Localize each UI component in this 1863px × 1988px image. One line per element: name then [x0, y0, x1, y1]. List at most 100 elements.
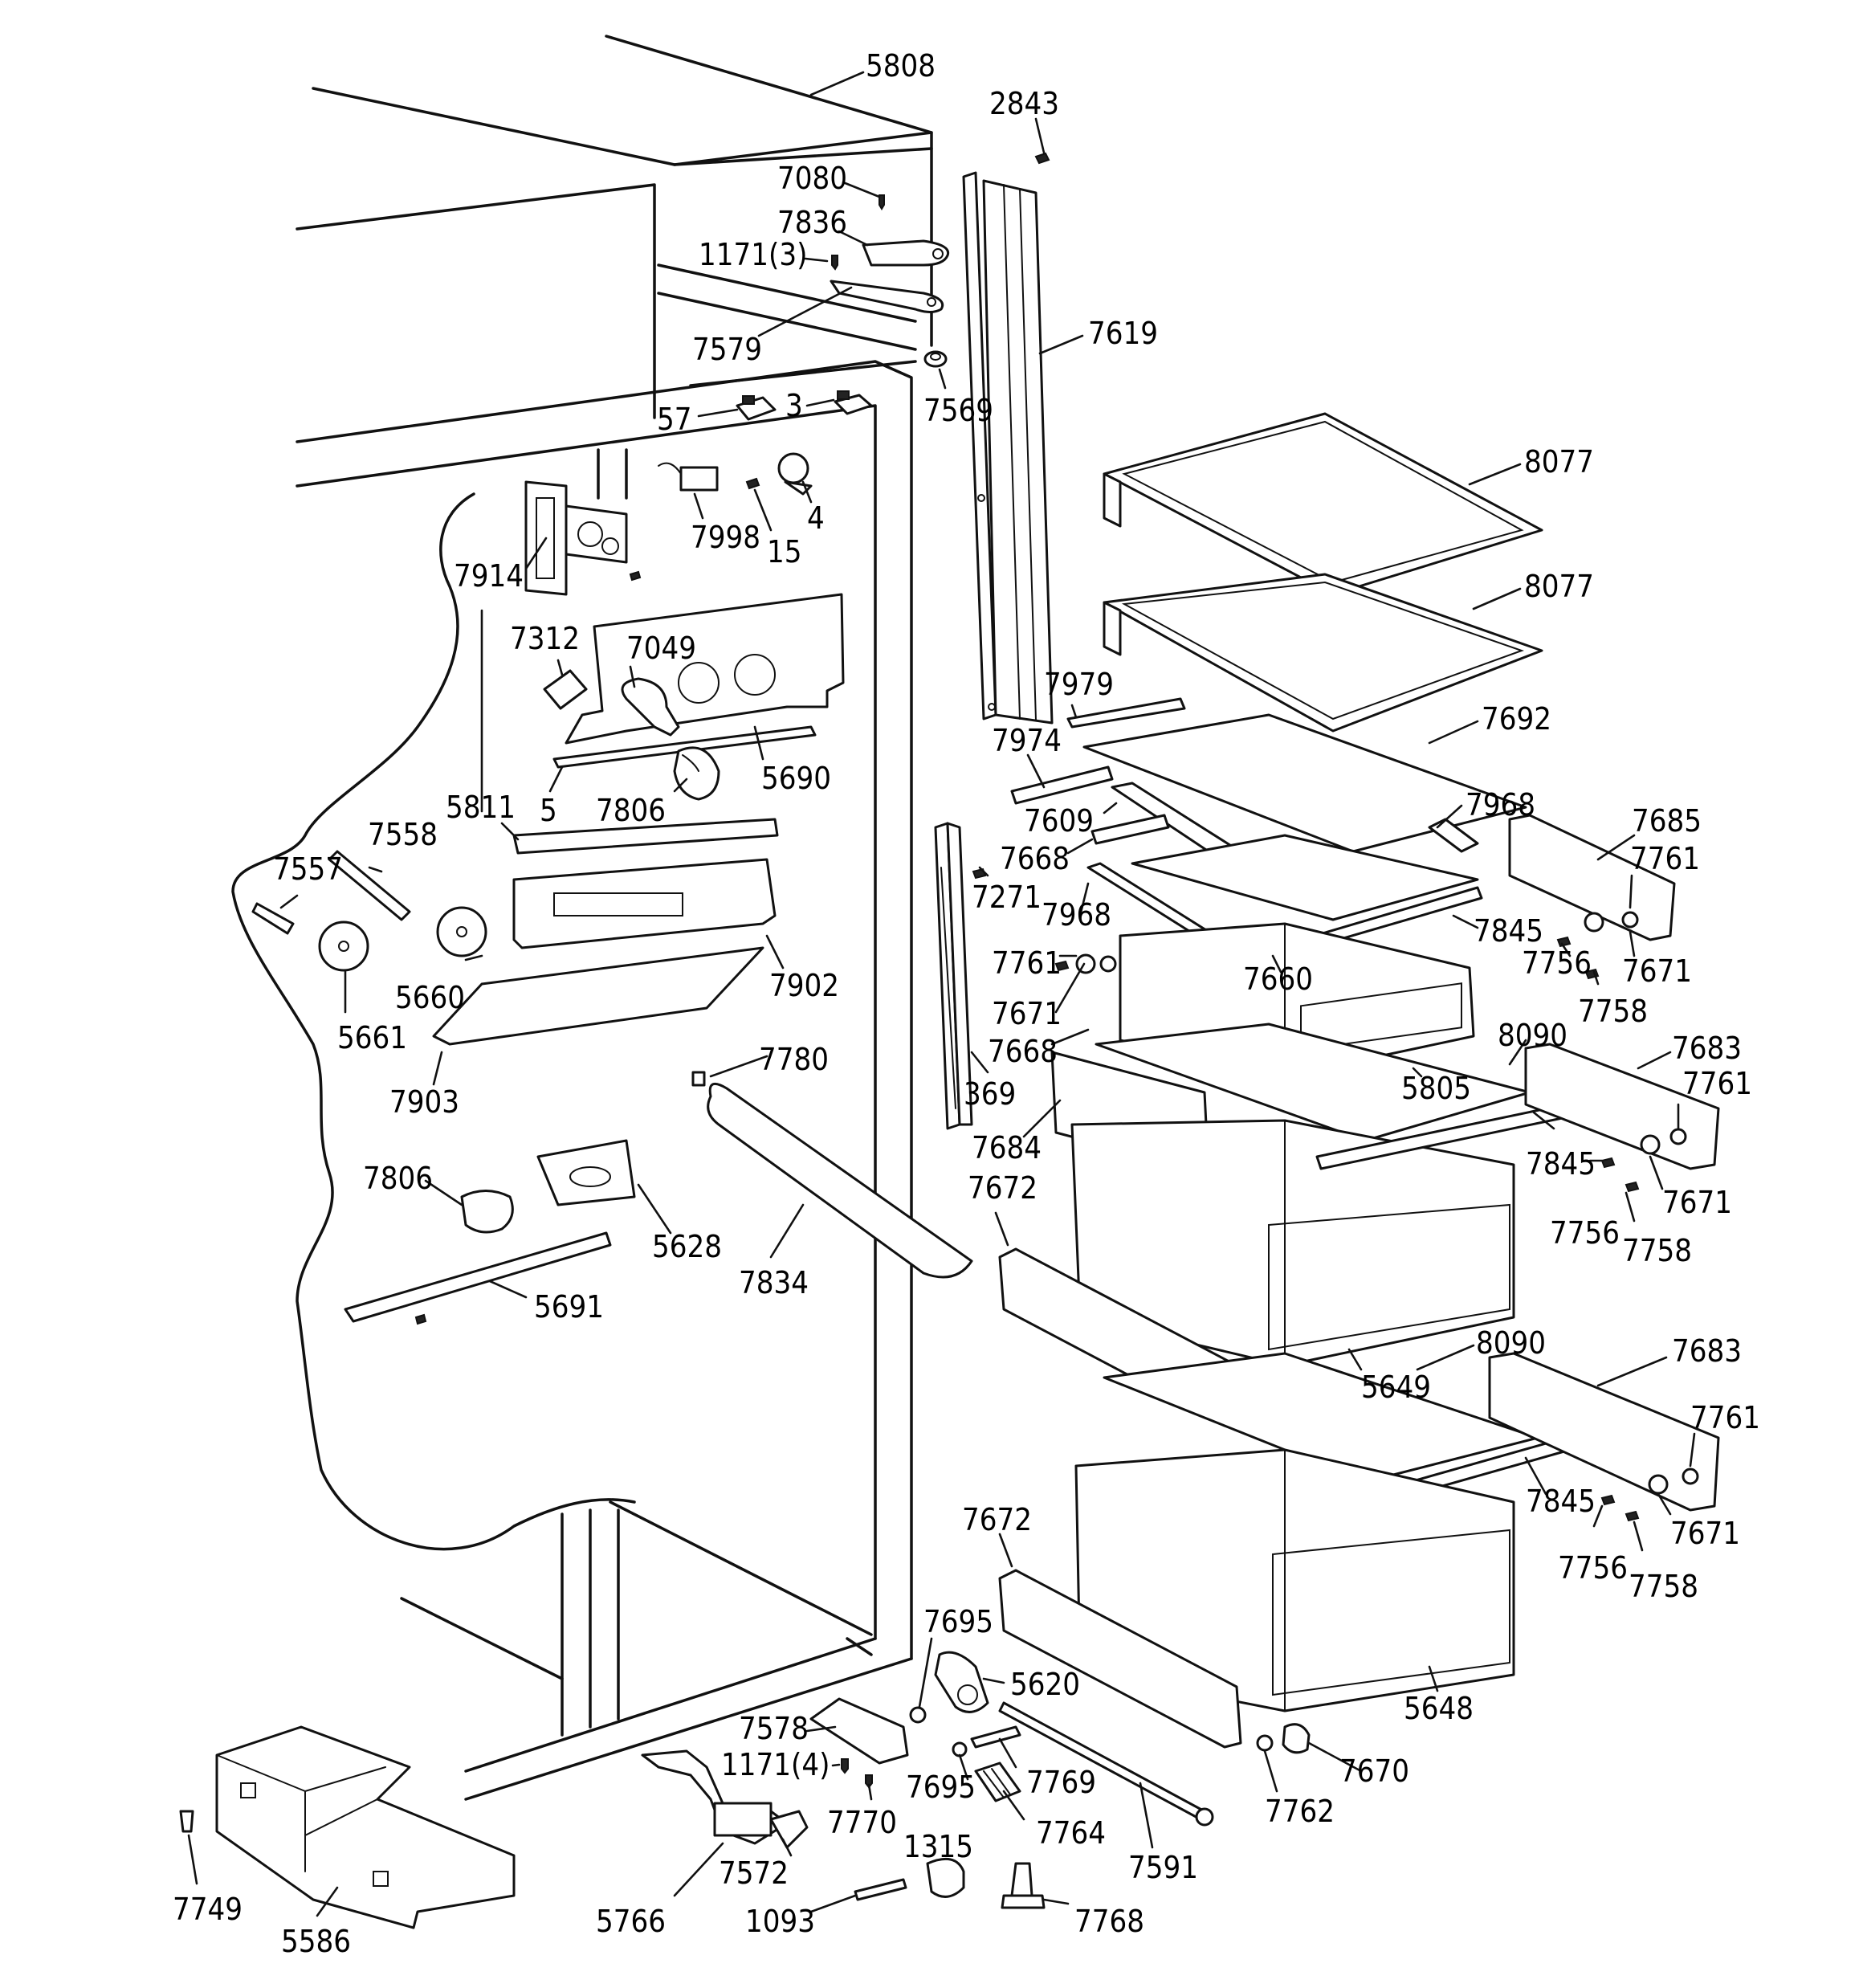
label-2843: 2843	[989, 86, 1059, 121]
label-7769: 7769	[1026, 1765, 1096, 1800]
roller-7761-a	[1621, 911, 1639, 929]
roller-7761-c	[1682, 1468, 1699, 1485]
nut-7695-upper	[909, 1706, 927, 1724]
part-7312	[543, 669, 588, 710]
label-5805: 5805	[1401, 1071, 1471, 1106]
label-15: 15	[767, 534, 802, 569]
label-1093: 1093	[745, 1904, 815, 1939]
label-7845-lower: 7845	[1526, 1484, 1596, 1519]
label-7668-upper: 7668	[1000, 841, 1070, 876]
roller-7671-c	[1648, 1474, 1669, 1495]
label-7756-lower: 7756	[1558, 1550, 1628, 1586]
label-7806-lower: 7806	[363, 1161, 433, 1196]
socket-7806	[673, 746, 720, 801]
part-7780	[691, 1071, 706, 1087]
label-7845-mid: 7845	[1526, 1146, 1596, 1182]
label-1171-3: 1171(3)	[699, 237, 807, 272]
label-7968-left: 7968	[1042, 897, 1111, 933]
screw-1171	[831, 255, 838, 271]
label-5766: 5766	[596, 1904, 666, 1939]
label-7979: 7979	[1044, 667, 1114, 702]
label-7756-upper: 7756	[1522, 945, 1592, 981]
part-7668	[1090, 814, 1170, 845]
label-7671-a: 7671	[1622, 953, 1692, 989]
label-7671-c: 7671	[1670, 1516, 1740, 1551]
label-7758-lower: 7758	[1629, 1569, 1698, 1604]
label-7080: 7080	[777, 161, 847, 196]
label-7749: 7749	[173, 1892, 243, 1927]
callout-labels: 5808 2843 7080 7836 1171(3) 7579 7619 75…	[173, 48, 1760, 1959]
label-8077-top: 8077	[1524, 444, 1594, 480]
label-7770: 7770	[827, 1805, 897, 1840]
bottom-hardware	[179, 1651, 1311, 1929]
label-7845-upper: 7845	[1474, 913, 1543, 949]
shelf-8077-second	[1103, 573, 1543, 733]
label-5691: 5691	[534, 1289, 604, 1325]
label-7974: 7974	[992, 723, 1062, 758]
spring-7764	[974, 1761, 1021, 1802]
nut-7762	[1256, 1734, 1274, 1752]
label-1315: 1315	[903, 1829, 973, 1864]
strip-5690	[552, 725, 817, 769]
label-7756-mid: 7756	[1550, 1215, 1620, 1251]
label-7609: 7609	[1024, 803, 1094, 839]
label-57: 57	[657, 402, 692, 437]
label-7672-upper: 7672	[968, 1170, 1037, 1206]
label-5808: 5808	[866, 48, 936, 84]
label-7998: 7998	[691, 520, 760, 555]
bracket-7578	[809, 1697, 909, 1765]
caster-5620	[934, 1651, 989, 1713]
bar-5691	[344, 1231, 612, 1323]
label-7668-lower: 7668	[988, 1034, 1058, 1069]
label-7761-a: 7761	[1630, 841, 1700, 876]
bar-5811	[512, 818, 779, 855]
label-5586: 5586	[281, 1924, 351, 1959]
label-3: 3	[785, 388, 803, 423]
label-7806-upper: 7806	[596, 793, 666, 828]
leveler-7768	[1010, 1862, 1033, 1897]
label-7762: 7762	[1265, 1794, 1335, 1829]
label-7761-c: 7761	[1690, 1400, 1760, 1435]
rail-7672-lower	[998, 1569, 1242, 1749]
knob-5661	[318, 921, 369, 972]
washer-7695-lower	[952, 1741, 968, 1757]
cover-7903	[432, 946, 764, 1046]
label-7671-d: 7671	[992, 996, 1062, 1031]
bracket-4	[777, 452, 809, 484]
roller-7761-b	[1669, 1128, 1687, 1145]
label-7557: 7557	[273, 851, 343, 887]
bracket-5628	[536, 1139, 636, 1206]
label-7761-d: 7761	[992, 945, 1062, 981]
label-7758-mid: 7758	[1622, 1233, 1692, 1268]
roller-7671-b	[1640, 1134, 1661, 1155]
hinge-plate-7579	[830, 280, 944, 313]
label-7671-b: 7671	[1662, 1185, 1732, 1220]
sensor-7998	[679, 466, 719, 492]
label-5660: 5660	[395, 980, 465, 1015]
label-5811: 5811	[446, 790, 516, 825]
label-7683-upper: 7683	[1672, 1031, 1742, 1066]
label-5648: 5648	[1404, 1691, 1474, 1726]
channel-7619	[962, 171, 1054, 725]
label-5649: 5649	[1361, 1370, 1431, 1405]
strip-7979	[1066, 697, 1186, 729]
label-7902: 7902	[769, 968, 839, 1003]
cover-5586	[215, 1725, 516, 1929]
label-7579: 7579	[692, 332, 762, 367]
label-7692: 7692	[1482, 701, 1551, 737]
label-7591: 7591	[1128, 1850, 1198, 1885]
rail-7683-lower	[1488, 1352, 1720, 1512]
label-5: 5	[540, 793, 557, 828]
label-7049: 7049	[626, 631, 696, 666]
label-7312: 7312	[510, 621, 580, 656]
tube-7558	[328, 850, 411, 921]
label-4: 4	[807, 500, 825, 536]
label-7558: 7558	[368, 817, 438, 852]
screw-7749	[179, 1810, 194, 1833]
label-8090-lower: 8090	[1476, 1325, 1546, 1361]
hinge-7836	[862, 239, 950, 267]
label-7758-upper: 7758	[1578, 994, 1648, 1029]
label-7834: 7834	[739, 1265, 809, 1300]
label-7569: 7569	[923, 393, 993, 428]
